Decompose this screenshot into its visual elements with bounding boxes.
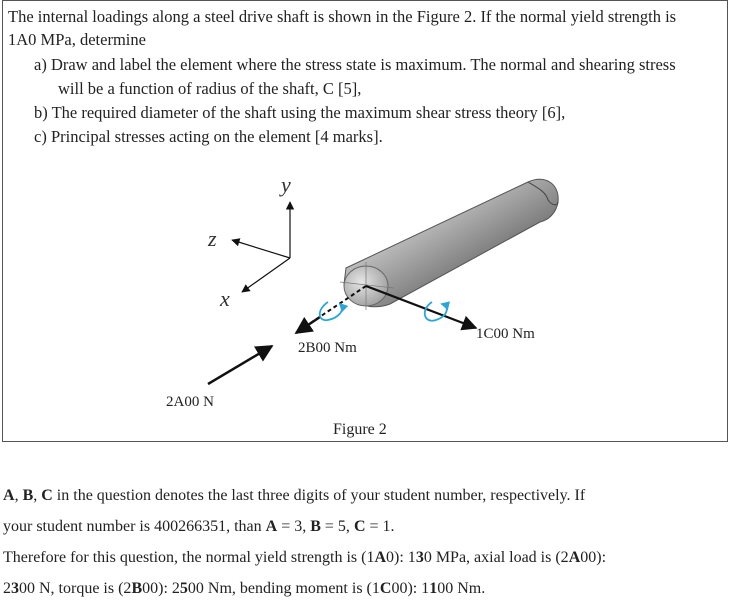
question-intro: The internal loadings along a steel driv… (8, 7, 677, 49)
torque-label: 2B00 Nm (298, 340, 357, 356)
note-line-1: A, B, C in the question denotes the last… (3, 487, 586, 504)
axial-load-arrow (207, 344, 274, 386)
item-marker: c) (34, 127, 47, 146)
item-text: The required diameter of the shaft using… (51, 103, 566, 122)
question-item-b: b) The required diameter of the shaft us… (34, 101, 694, 125)
coordinate-axes: y z x (207, 172, 295, 311)
moment-rotation-icon (423, 301, 451, 322)
question-item-c: c) Principal stresses acting on the elem… (34, 125, 694, 149)
axis-y-label: y (279, 172, 291, 197)
moment-vector (365, 284, 478, 331)
instruction-note: A, B, C in the question denotes the last… (3, 480, 727, 604)
axial-load-label: 2A00 N (166, 394, 214, 410)
note-line-4: 2300 N, torque is (2B00): 2500 Nm, bendi… (3, 580, 486, 597)
item-marker: b) (34, 103, 48, 122)
torque-vector (294, 285, 367, 335)
shaft (339, 178, 559, 310)
question-item-a: a) Draw and label the element where the … (34, 53, 694, 101)
note-line-3: Therefore for this question, the normal … (3, 549, 607, 566)
note-line-2: your student number is 400266351, than A… (3, 518, 395, 535)
question-box (2, 0, 728, 442)
item-marker: a) (34, 55, 47, 74)
moment-label: 1C00 Nm (476, 326, 535, 342)
axis-x-label: x (219, 286, 230, 311)
question-items: a) Draw and label the element where the … (34, 53, 694, 149)
torque-rotation-icon (318, 301, 349, 322)
shaft-figure: y z x 2B00 Nm 1C00 Nm 2A00 N (166, 172, 559, 410)
item-text: Principal stresses acting on the element… (50, 127, 383, 146)
figure-caption: Figure 2 (333, 421, 387, 438)
item-text: Draw and label the element where the str… (50, 55, 676, 98)
axis-z-label: z (207, 226, 217, 251)
